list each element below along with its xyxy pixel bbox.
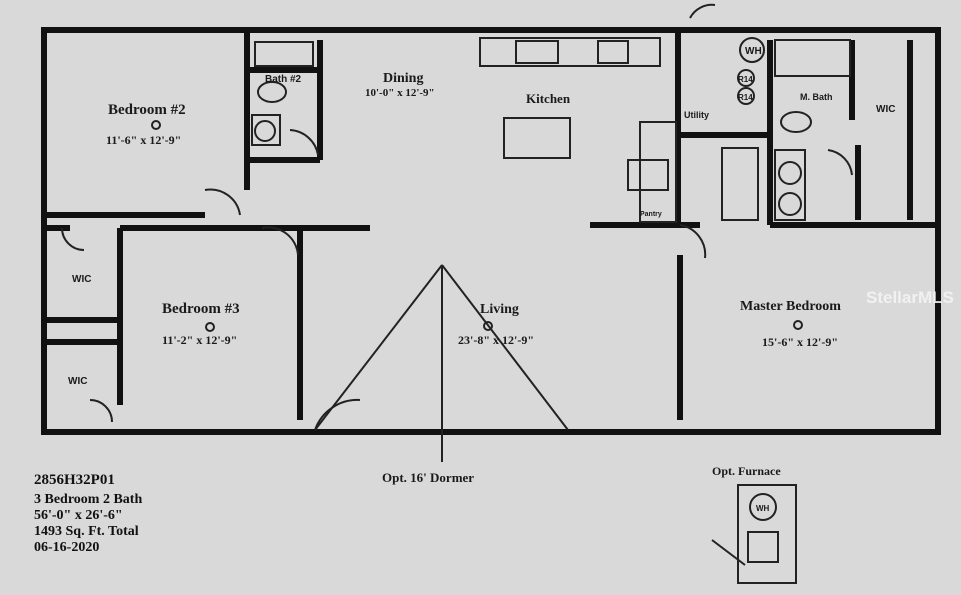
square-footage: 1493 Sq. Ft. Total bbox=[34, 524, 139, 539]
kitchen-island bbox=[503, 117, 571, 159]
bedroom2-label: Bedroom #2 bbox=[108, 102, 186, 118]
dormer-note: Opt. 16' Dormer bbox=[382, 470, 474, 485]
bath2-label: Bath #2 bbox=[265, 74, 302, 85]
wic2-label: WIC bbox=[68, 376, 87, 387]
model-number: 2856H32P01 bbox=[34, 472, 115, 488]
water-heater-icon bbox=[739, 37, 765, 63]
door-swings bbox=[61, 3, 853, 431]
svg-text:R14: R14 bbox=[738, 75, 753, 84]
furnace-detail: WH bbox=[711, 484, 797, 584]
master-label: Master Bedroom bbox=[740, 299, 841, 314]
bed-bath-count: 3 Bedroom 2 Bath bbox=[34, 492, 143, 507]
ceiling-fans bbox=[151, 120, 803, 332]
dining-dims: 10'-0" x 12'-9" bbox=[365, 87, 435, 99]
living-dims: 23'-8" x 12'-9" bbox=[458, 333, 534, 347]
plan-date: 06-16-2020 bbox=[34, 540, 100, 555]
bath-fixtures bbox=[251, 39, 851, 221]
overall-dimensions: 56'-0" x 26'-6" bbox=[34, 508, 123, 523]
utility-equipment: WH R14 R14 bbox=[737, 37, 765, 105]
kitchen-label: Kitchen bbox=[526, 91, 571, 106]
dormer-outline bbox=[314, 264, 569, 462]
svg-text:R14: R14 bbox=[738, 93, 753, 102]
utility-label: Utility bbox=[684, 110, 709, 120]
svg-text:WH: WH bbox=[756, 504, 770, 513]
bedroom3-label: Bedroom #3 bbox=[162, 301, 240, 317]
wic1-label: WIC bbox=[72, 274, 91, 285]
bedroom2-dims: 11'-6" x 12'-9" bbox=[106, 133, 181, 147]
living-label: Living bbox=[480, 302, 519, 317]
pantry-label: Pantry bbox=[640, 211, 662, 218]
svg-text:WH: WH bbox=[745, 46, 762, 57]
wic-master-label: WIC bbox=[876, 104, 895, 115]
mbath-label: M. Bath bbox=[800, 92, 833, 102]
master-dims: 15'-6" x 12'-9" bbox=[762, 335, 838, 349]
kitchen-counters bbox=[479, 37, 677, 223]
furnace-note: Opt. Furnace bbox=[712, 464, 781, 478]
bedroom3-dims: 11'-2" x 12'-9" bbox=[162, 333, 237, 347]
watermark: StellarMLS bbox=[866, 288, 954, 307]
dining-label: Dining bbox=[383, 71, 423, 86]
plan-info: 2856H32P01 3 Bedroom 2 Bath 56'-0" x 26'… bbox=[34, 472, 142, 556]
interior-walls bbox=[44, 30, 935, 420]
